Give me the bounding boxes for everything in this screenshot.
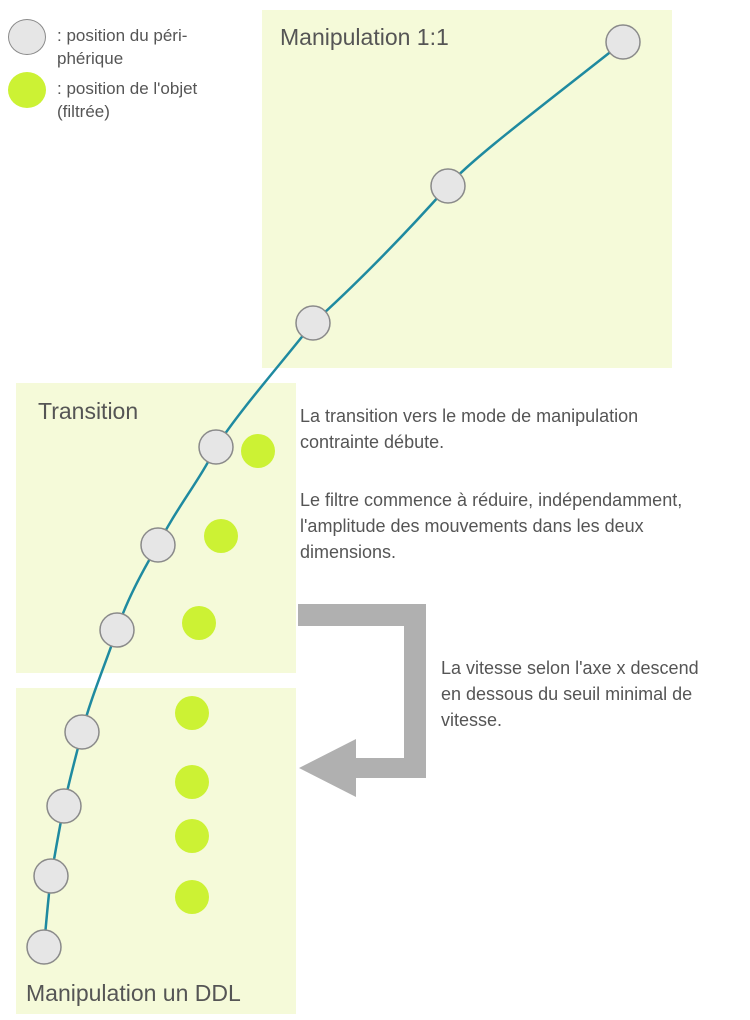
object-position-dot xyxy=(175,819,209,853)
zone-title-manipulation-ddl: Manipulation un DDL xyxy=(26,980,241,1006)
object-position-dot xyxy=(175,765,209,799)
zone-title-transition: Transition xyxy=(38,398,139,424)
device-position-dot xyxy=(33,858,69,894)
device-position-dot xyxy=(99,612,135,648)
legend-object-label: : position de l'objet (filtrée) xyxy=(57,79,198,121)
legend-device-label: : position du péri- phérique xyxy=(57,26,188,68)
device-position-dot xyxy=(46,788,82,824)
note-transition-start: La transition vers le mode de manipulati… xyxy=(300,406,639,452)
device-position-dot xyxy=(295,305,331,341)
object-position-dot xyxy=(241,434,275,468)
device-positions xyxy=(26,24,641,965)
object-position-dot xyxy=(204,519,238,553)
device-position-dot xyxy=(26,929,62,965)
legend-object-dot xyxy=(8,72,46,108)
device-position-dot xyxy=(198,429,234,465)
bent-arrow-icon xyxy=(298,604,426,797)
object-positions xyxy=(175,434,275,914)
object-position-dot xyxy=(182,606,216,640)
device-position-dot xyxy=(605,24,641,60)
zone-title-manipulation-1-1: Manipulation 1:1 xyxy=(280,24,449,50)
zone-manipulation-ddl xyxy=(16,688,296,1014)
legend-device-dot xyxy=(8,19,46,55)
trajectory-curve xyxy=(42,41,624,948)
object-position-dot xyxy=(175,880,209,914)
device-position-dot xyxy=(64,714,100,750)
device-position-dot xyxy=(140,527,176,563)
device-position-dot xyxy=(430,168,466,204)
note-speed-threshold: La vitesse selon l'axe x descend en dess… xyxy=(441,658,699,730)
note-filter-reduce: Le filtre commence à réduire, indépendam… xyxy=(300,490,683,562)
object-position-dot xyxy=(175,696,209,730)
